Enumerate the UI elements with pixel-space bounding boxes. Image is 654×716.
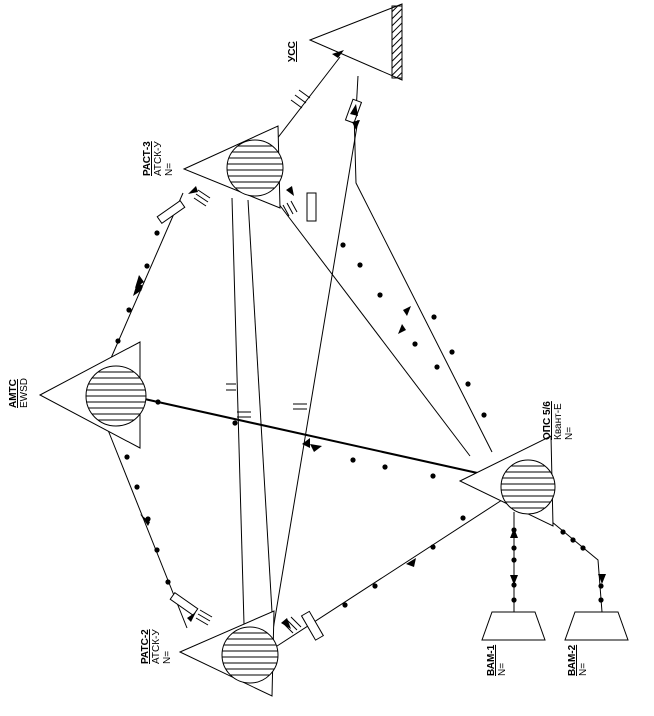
link-dots [115,230,604,608]
label-rats2-n: N= [162,650,173,664]
label-amts-type: EWSD [19,378,30,408]
label-vam2-n: N= [578,662,589,676]
label-uss: УСС [287,41,298,62]
link-ops-vam2 [539,511,603,613]
label-vam1: ВАМ-1 N= [486,645,508,676]
label-amts: АМТС EWSD [8,378,30,408]
interface-box [156,199,186,225]
link-amts-rast3 [107,192,184,366]
interface-box [306,192,317,222]
link-ops-uss-plain [353,111,493,453]
label-vam2: ВАМ-2 N= [567,645,589,676]
node-rast3 [182,125,284,209]
label-amts-name: АМТС [8,379,19,408]
label-rats2: РАТС-2 АТСК-У N= [140,629,173,664]
link-rast3-rats2-b [247,199,273,613]
label-rast3-n: N= [164,162,175,176]
label-rats2-type: АТСК-У [151,629,162,664]
tick-marks [193,89,311,634]
label-vam1-name: ВАМ-1 [486,644,497,676]
node-ops56 [458,435,556,527]
node-vam2 [564,611,629,641]
node-amts [38,341,147,449]
link-rast3-rats2-a [231,197,245,625]
label-vam1-n: N= [497,662,508,676]
label-rast3: РАСТ-3 АТСК-У N= [142,141,175,176]
node-uss [308,3,403,81]
interface-box [169,591,199,617]
label-rast3-name: РАСТ-3 [142,141,153,176]
label-vam2-name: ВАМ-2 [567,644,578,676]
label-ops56-type: Квант-Е [553,403,564,440]
interface-box [300,610,325,641]
link-arrows [133,50,606,629]
node-rats2 [178,610,279,697]
label-ops56-name: ОПС 5/6 [542,401,553,440]
node-vam1 [481,611,546,641]
label-uss-name: УСС [287,41,298,62]
label-ops56: ОПС 5/6 Квант-Е N= [542,401,575,440]
label-rast3-type: АТСК-У [153,141,164,176]
link-rats2-uss [267,119,359,661]
label-rats2-name: РАТС-2 [140,629,151,664]
link-rast3-ops-dotted [271,194,471,457]
label-ops56-n: N= [564,426,575,440]
link-amts-ops [139,397,501,479]
link-rast3-uss [272,56,341,145]
